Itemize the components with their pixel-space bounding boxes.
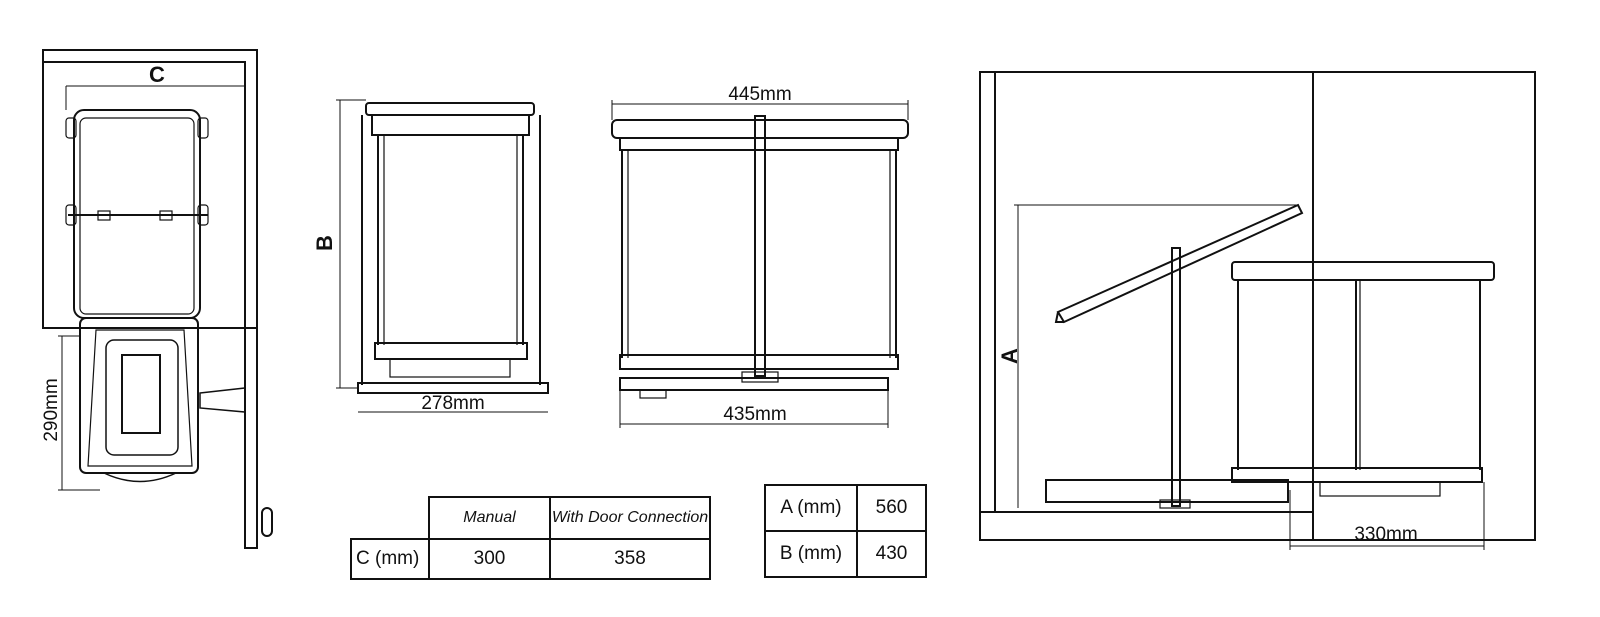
value-door-connection: 358 <box>549 538 711 580</box>
row-label-c: C (mm) <box>350 538 430 580</box>
top-view <box>42 49 273 549</box>
dim-b-label: B <box>312 235 337 251</box>
side-view <box>336 99 549 413</box>
open-view <box>979 71 1536 550</box>
front-view <box>611 100 909 428</box>
dim-445-label: 445mm <box>728 84 791 105</box>
dim-330-label: 330mm <box>1354 524 1417 545</box>
value-b: 430 <box>856 530 927 578</box>
dim-290-label: 290mm <box>41 378 62 441</box>
dim-c-label: C <box>149 62 165 87</box>
header-door-connection: With Door Connection <box>549 496 711 540</box>
header-manual: Manual <box>428 496 551 540</box>
row-label-a: A (mm) <box>764 484 858 532</box>
value-a: 560 <box>856 484 927 532</box>
dim-a-label: A <box>997 348 1022 364</box>
dim-278-label: 278mm <box>421 393 484 414</box>
row-label-b: B (mm) <box>764 530 858 578</box>
dim-435-label: 435mm <box>723 404 786 425</box>
value-manual: 300 <box>428 538 551 580</box>
